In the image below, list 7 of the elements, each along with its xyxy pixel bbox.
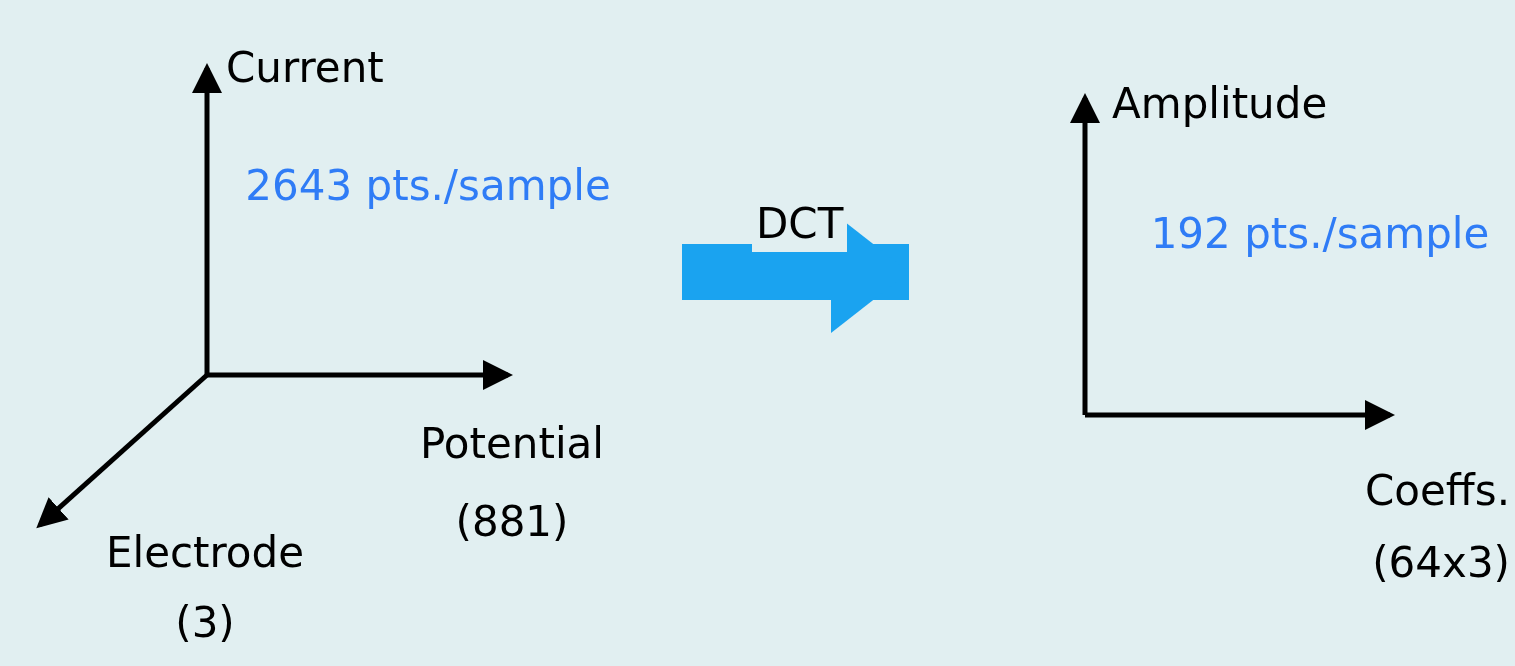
axis-label: Potential (881) [419, 418, 605, 548]
value-text: 2643 pts./sample [244, 160, 612, 212]
axis-label: Amplitude [1112, 78, 1328, 130]
axis-label: Coeffs. (64x3) [1363, 465, 1510, 589]
value-text: 192 pts./sample [1149, 208, 1491, 260]
axis-label: Current [226, 42, 384, 94]
axis-label: Electrode (3) [104, 527, 306, 649]
